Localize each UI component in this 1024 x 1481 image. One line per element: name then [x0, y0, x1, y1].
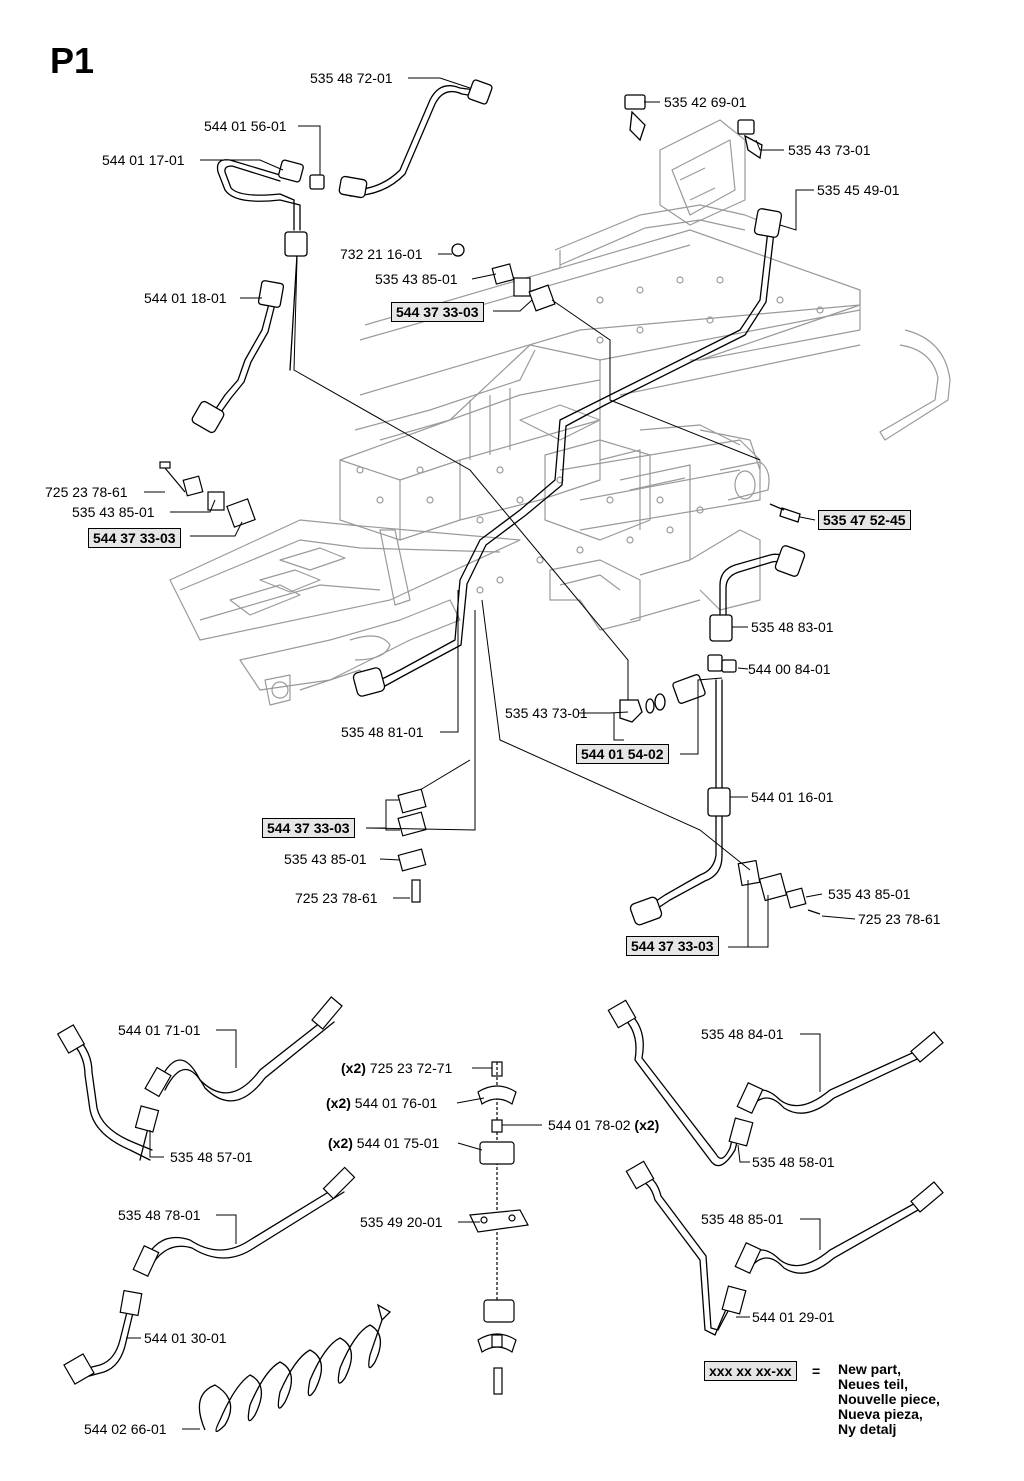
clamp-assembly	[469, 1061, 529, 1395]
part-label: 535 49 20-01	[360, 1214, 443, 1230]
part-label: 544 01 29-01	[752, 1309, 835, 1325]
part-label: 535 43 85-01	[284, 851, 367, 867]
part-label: 535 48 78-01	[118, 1207, 201, 1223]
part-label: 535 48 84-01	[701, 1026, 784, 1042]
part-label: 544 01 78-02	[548, 1117, 631, 1133]
new-part-label: 544 01 54-02	[576, 744, 669, 764]
new-part-label: 544 37 33-03	[262, 818, 355, 838]
clamps	[159, 263, 821, 915]
new-part-label: 535 47 52-45	[818, 510, 911, 530]
part-label: 544 00 84-01	[748, 661, 831, 677]
legend-line: Neues teil,	[838, 1376, 909, 1392]
part-label: 535 43 85-01	[72, 504, 155, 520]
leader-lines	[126, 77, 856, 1430]
part-label: 725 23 72-71	[369, 1060, 453, 1076]
part-label: 725 23 78-61	[858, 911, 941, 927]
part-label: 535 45 49-01	[817, 182, 900, 198]
part-label: 732 21 16-01	[340, 246, 423, 262]
legend-line: Nouvelle piece,	[838, 1391, 940, 1407]
tractor-frame	[169, 119, 951, 706]
part-label: 535 48 81-01	[341, 724, 424, 740]
legend-equals: =	[812, 1363, 821, 1379]
legend-sample-box: xxx xx xx-xx	[704, 1361, 797, 1381]
part-label: 544 01 56-01	[204, 118, 287, 134]
qty-label: (x2)	[326, 1095, 351, 1111]
part-label: 535 43 85-01	[828, 886, 911, 902]
fittings	[191, 79, 806, 926]
part-label: 535 43 73-01	[788, 142, 871, 158]
legend-line: Ny detalj	[838, 1421, 897, 1437]
part-label: 544 01 30-01	[144, 1330, 227, 1346]
part-label: 544 01 76-01	[354, 1095, 438, 1111]
part-label: 544 02 66-01	[84, 1421, 167, 1437]
legend-line: Nueva pieza,	[838, 1406, 923, 1422]
part-label: 535 48 85-01	[701, 1211, 784, 1227]
qty-label: (x2)	[634, 1117, 660, 1133]
page-title: P1	[50, 40, 95, 81]
part-label: 544 01 17-01	[102, 152, 185, 168]
coil-sleeve	[198, 1303, 392, 1432]
legend-line: New part,	[838, 1361, 902, 1377]
part-label: 544 01 75-01	[356, 1135, 440, 1151]
part-label: 535 42 69-01	[664, 94, 747, 110]
part-label: 544 01 71-01	[118, 1022, 201, 1038]
part-label: 535 43 73-01	[505, 705, 588, 721]
qty-label: (x2)	[328, 1135, 353, 1151]
part-label: 544 01 18-01	[144, 290, 227, 306]
part-label: 535 48 72-01	[310, 70, 393, 86]
new-part-label: 544 37 33-03	[88, 528, 181, 548]
part-label: 544 01 16-01	[751, 789, 834, 805]
legend-text: New part, Neues teil, Nouvelle piece, Nu…	[838, 1362, 940, 1437]
hydraulic-lines	[214, 85, 791, 911]
part-label: 725 23 78-61	[295, 890, 378, 906]
part-label: 725 23 78-61	[45, 484, 128, 500]
part-label: 535 48 57-01	[170, 1149, 253, 1165]
hose-fittings	[56, 996, 944, 1385]
part-label: 535 43 85-01	[375, 271, 458, 287]
qty-label: (x2)	[341, 1060, 366, 1076]
part-label: 535 48 58-01	[752, 1154, 835, 1170]
new-part-label: 544 37 33-03	[391, 302, 484, 322]
new-part-label: 544 37 33-03	[626, 936, 719, 956]
part-label: 535 48 83-01	[751, 619, 834, 635]
